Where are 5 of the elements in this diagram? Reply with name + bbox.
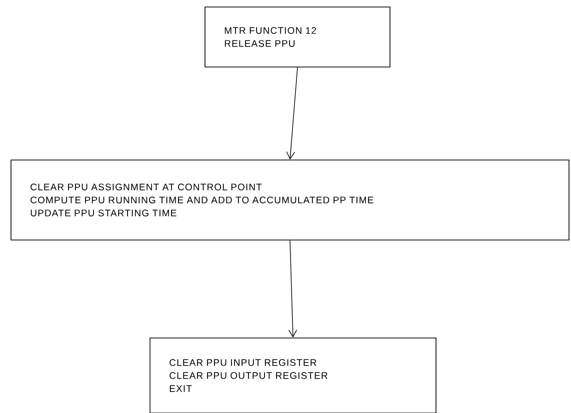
arrow <box>286 67 298 160</box>
process-box: CLEAR PPU INPUT REGISTER CLEAR PPU OUTPUT REGISTER EXIT <box>150 338 436 413</box>
process-box: MTR FUNCTION 12 RELEASE PPU <box>204 6 390 68</box>
process-box: CLEAR PPU ASSIGNMENT AT CONTROL POINT COMPUTE PPU RUNNING TIME AND ADD TO ACCUMULATED PP TIME UPDATE PPU STARTING TIME <box>10 160 570 240</box>
arrow <box>288 240 298 338</box>
